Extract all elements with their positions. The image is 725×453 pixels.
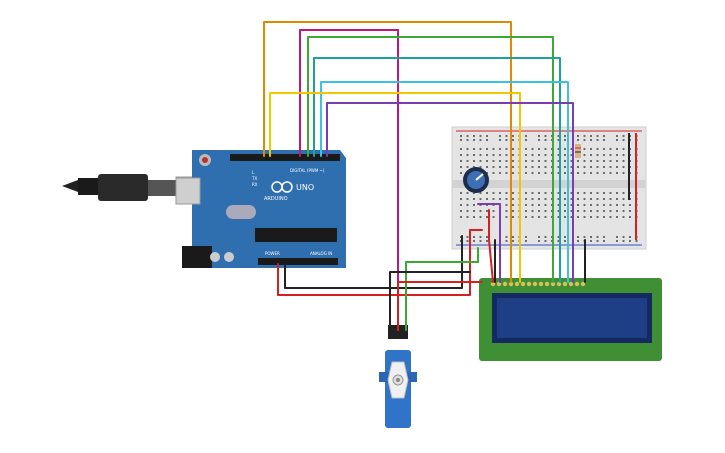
- usb-port: [175, 177, 201, 205]
- servo-horn-icon: [387, 361, 409, 399]
- wire-red-lcd: [488, 209, 494, 283]
- tx-label: TX: [251, 176, 257, 181]
- digital-header: [230, 154, 340, 161]
- wire-orange: [263, 21, 512, 283]
- l-label: L: [252, 170, 255, 175]
- wire-red-servo: [397, 281, 483, 331]
- arduino-uno-board[interactable]: UNO ARDUINO DIGITAL (PWM ~) POWER ANALOG…: [175, 150, 346, 268]
- microcontroller-chip: [255, 228, 337, 242]
- arduino-logo-icon: [271, 181, 293, 193]
- lcd-screen: [497, 298, 647, 338]
- model-label: UNO: [296, 183, 314, 192]
- capacitor-2: [224, 252, 234, 262]
- wire-purple-pot: [477, 203, 501, 283]
- analog-label: ANALOG IN: [310, 251, 332, 256]
- wires: [263, 21, 586, 331]
- wire-cyan: [320, 81, 569, 283]
- lcd-display[interactable]: [479, 278, 662, 361]
- wire-green-servo: [405, 247, 479, 331]
- breadboard-channel: [452, 180, 646, 188]
- breadboard-holes: [460, 135, 638, 242]
- wire-teal: [313, 57, 561, 283]
- crystal: [226, 205, 256, 219]
- brand-label: ARDUINO: [264, 196, 288, 202]
- wire-black-servo: [389, 271, 471, 331]
- rx-label: RX: [252, 182, 258, 187]
- wire-red-5v: [277, 229, 483, 296]
- wire-yellow: [269, 92, 521, 283]
- resistor-icon: [575, 144, 581, 158]
- breadboard[interactable]: [451, 126, 647, 250]
- servo-motor[interactable]: [379, 325, 417, 428]
- power-jack: [182, 246, 212, 268]
- servo-connector: [388, 325, 408, 339]
- digital-label: DIGITAL (PWM ~): [290, 168, 325, 173]
- power-label: POWER: [265, 251, 280, 256]
- wire-green-top: [307, 36, 554, 283]
- wire-purple: [326, 102, 574, 283]
- potentiometer-icon[interactable]: [463, 167, 489, 193]
- capacitor-1: [210, 252, 220, 262]
- analog-power-header: [258, 258, 338, 265]
